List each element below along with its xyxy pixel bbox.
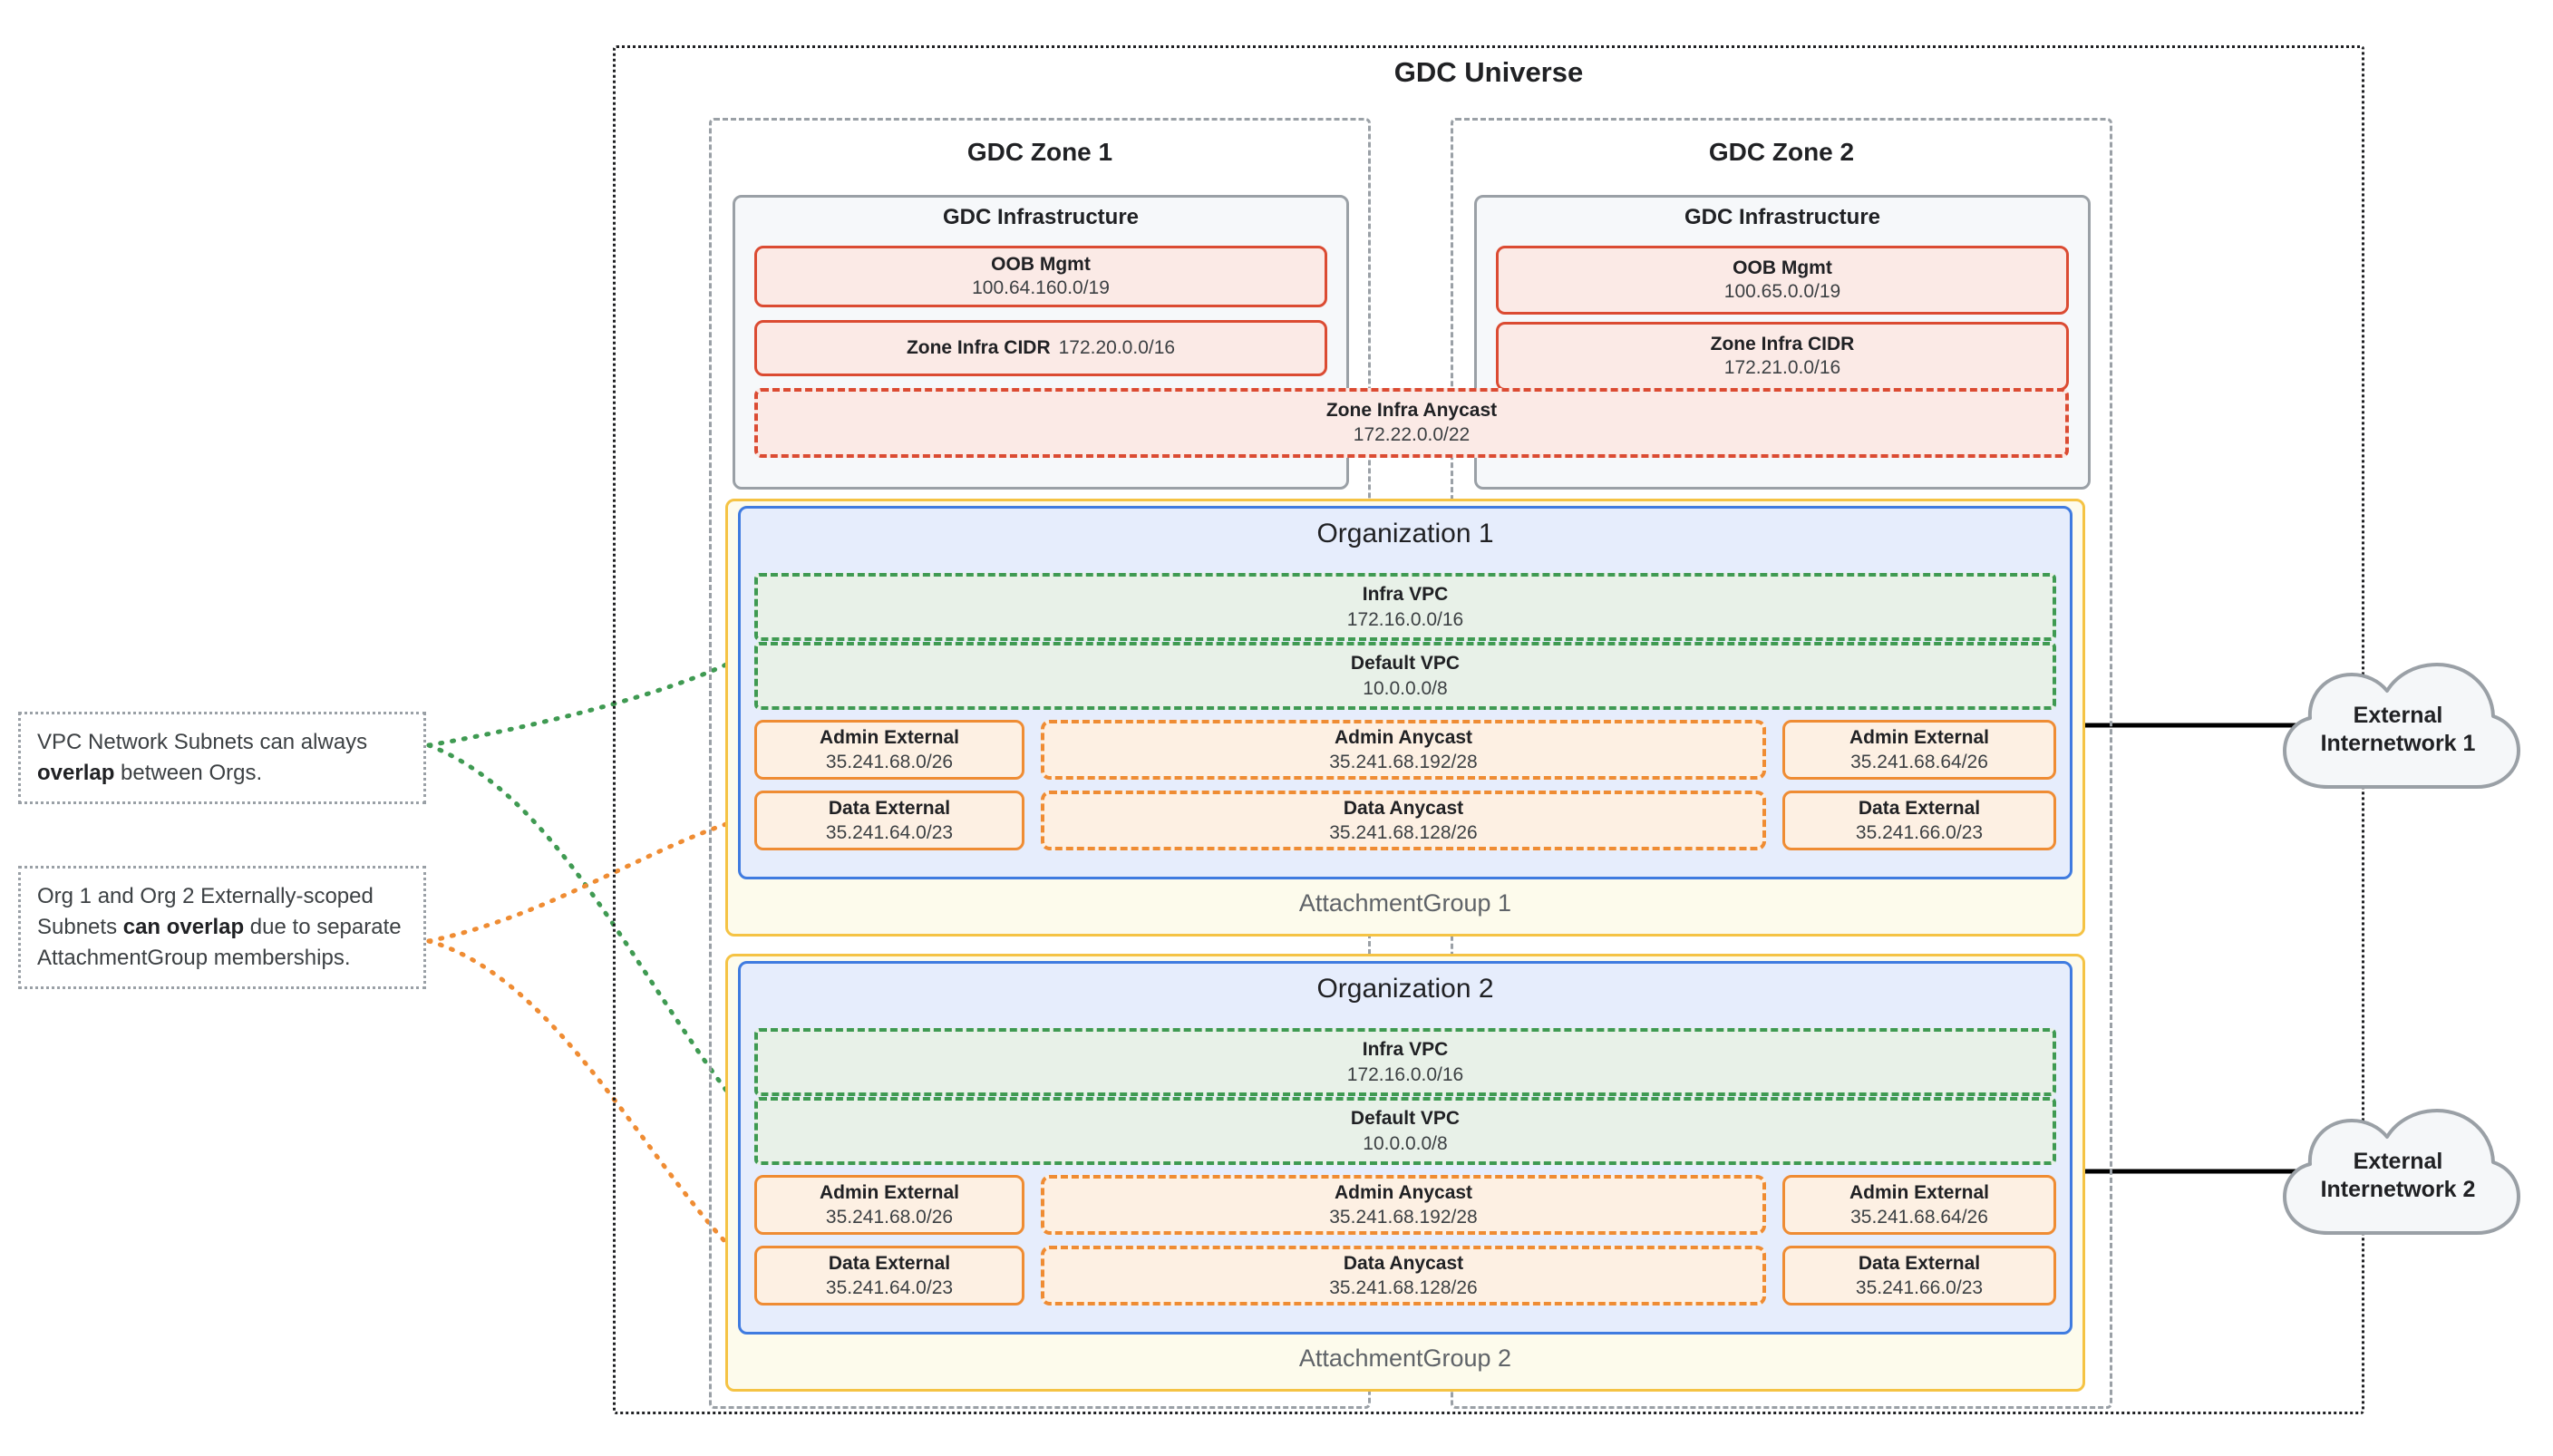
default-vpc-label-org1: Default VPC xyxy=(1350,653,1461,675)
zone-infra-anycast-label: Zone Infra Anycast xyxy=(1325,400,1498,422)
attachment-group-2-label: AttachmentGroup 2 xyxy=(1298,1344,1512,1372)
admin-external-left-org2: Admin External 35.241.68.0/26 xyxy=(754,1175,1024,1235)
data-external-left-cidr-org1: 35.241.64.0/23 xyxy=(825,822,954,843)
callout-2-text-before: Org 1 and Org 2 Externally-scoped Subnet… xyxy=(37,884,374,940)
admin-external-right-org2: Admin External 35.241.68.64/26 xyxy=(1782,1175,2056,1235)
admin-anycast-cidr-org1: 35.241.68.192/28 xyxy=(1329,752,1478,772)
admin-external-right-cidr-org1: 35.241.68.64/26 xyxy=(1850,752,1988,772)
callout-1-emphasis: overlap xyxy=(37,761,115,786)
zone-infra-anycast-box: Zone Infra Anycast 172.22.0.0/22 xyxy=(754,388,2069,458)
default-vpc-cidr-org1: 10.0.0.0/8 xyxy=(1363,677,1448,699)
admin-external-right-label-org2: Admin External xyxy=(1849,1181,1990,1203)
admin-external-right-label-org1: Admin External xyxy=(1849,726,1990,748)
data-external-left-cidr-org2: 35.241.64.0/23 xyxy=(825,1277,954,1298)
data-external-left-label-org2: Data External xyxy=(828,1252,951,1274)
default-vpc-label-org2: Default VPC xyxy=(1350,1108,1461,1130)
default-vpc-cidr-org2: 10.0.0.0/8 xyxy=(1363,1132,1448,1154)
admin-external-left-label-org1: Admin External xyxy=(819,726,960,748)
infra-vpc-box-org2: Infra VPC 172.16.0.0/16 xyxy=(754,1028,2056,1096)
data-external-right-label-org2: Data External xyxy=(1858,1252,1981,1274)
oob-mgmt-box-zone2: OOB Mgmt 100.65.0.0/19 xyxy=(1496,246,2069,315)
admin-anycast-org1: Admin Anycast 35.241.68.192/28 xyxy=(1041,720,1766,780)
data-external-left-org2: Data External 35.241.64.0/23 xyxy=(754,1246,1024,1306)
gdc-universe-title: GDC Universe xyxy=(1393,56,1584,88)
callout-external-subnet-overlap: Org 1 and Org 2 Externally-scoped Subnet… xyxy=(18,866,426,990)
admin-external-left-org1: Admin External 35.241.68.0/26 xyxy=(754,720,1024,780)
organization-2-title: Organization 2 xyxy=(1316,974,1494,1004)
external-internetwork-1-line2: Internetwork 1 xyxy=(2320,731,2476,757)
infra-vpc-cidr-org2: 172.16.0.0/16 xyxy=(1346,1063,1464,1085)
zone-infra-anycast-cidr: 172.22.0.0/22 xyxy=(1353,423,1471,445)
data-anycast-label-org2: Data Anycast xyxy=(1343,1252,1464,1274)
infra-vpc-label-org2: Infra VPC xyxy=(1362,1039,1449,1061)
callout-vpc-overlap: VPC Network Subnets can always overlap b… xyxy=(18,712,426,805)
oob-mgmt-label-zone2: OOB Mgmt xyxy=(1733,257,1832,279)
external-internetwork-2-line1: External xyxy=(2353,1149,2443,1174)
data-anycast-cidr-org1: 35.241.68.128/26 xyxy=(1329,822,1478,843)
infra-vpc-label-org1: Infra VPC xyxy=(1362,584,1449,606)
admin-anycast-label-org1: Admin Anycast xyxy=(1334,726,1473,748)
callout-1-text-before: VPC Network Subnets can always xyxy=(37,730,368,754)
external-internetwork-2-line2: Internetwork 2 xyxy=(2320,1177,2476,1203)
data-external-left-org1: Data External 35.241.64.0/23 xyxy=(754,791,1024,850)
infra-vpc-cidr-org1: 172.16.0.0/16 xyxy=(1346,608,1464,630)
admin-external-left-label-org2: Admin External xyxy=(819,1181,960,1203)
data-anycast-org1: Data Anycast 35.241.68.128/26 xyxy=(1041,791,1766,850)
admin-anycast-org2: Admin Anycast 35.241.68.192/28 xyxy=(1041,1175,1766,1235)
zone-infra-cidr-value-zone2: 172.21.0.0/16 xyxy=(1723,357,1841,378)
data-external-right-label-org1: Data External xyxy=(1858,797,1981,819)
oob-mgmt-label-zone1: OOB Mgmt xyxy=(991,254,1091,276)
zone-infra-cidr-box-zone2: Zone Infra CIDR 172.21.0.0/16 xyxy=(1496,322,2069,391)
callout-1-text-after: between Orgs. xyxy=(114,761,263,786)
external-internetwork-2-label: External Internetwork 2 xyxy=(2267,1148,2529,1205)
cloud-icon-2 xyxy=(2283,1109,2520,1235)
zone-infra-cidr-label-zone2: Zone Infra CIDR xyxy=(1710,334,1855,355)
data-external-left-label-org1: Data External xyxy=(828,797,951,819)
infra-vpc-box-org1: Infra VPC 172.16.0.0/16 xyxy=(754,573,2056,641)
cloud-icon-1 xyxy=(2283,663,2520,789)
external-internetwork-1-label: External Internetwork 1 xyxy=(2267,702,2529,759)
callout-2-text-after: due to separate AttachmentGroup membersh… xyxy=(37,915,402,971)
callout-2-emphasis: can overlap xyxy=(122,915,245,940)
external-internetwork-1: External Internetwork 1 xyxy=(2267,651,2529,814)
organization-1-title: Organization 1 xyxy=(1316,519,1494,548)
external-internetwork-1-line1: External xyxy=(2353,703,2443,728)
oob-mgmt-box-zone1: OOB Mgmt 100.64.160.0/19 xyxy=(754,246,1327,307)
oob-mgmt-cidr-zone2: 100.65.0.0/19 xyxy=(1723,281,1841,302)
data-external-right-org1: Data External 35.241.66.0/23 xyxy=(1782,791,2056,850)
gdc-zone-2-title: GDC Zone 2 xyxy=(1708,138,1855,166)
zone-infra-cidr-label-zone1: Zone Infra CIDR xyxy=(906,337,1051,359)
oob-mgmt-cidr-zone1: 100.64.160.0/19 xyxy=(972,277,1110,298)
admin-anycast-cidr-org2: 35.241.68.192/28 xyxy=(1329,1207,1478,1228)
data-anycast-label-org1: Data Anycast xyxy=(1343,797,1464,819)
admin-external-left-cidr-org1: 35.241.68.0/26 xyxy=(825,752,954,772)
zone-infra-cidr-box-zone1: Zone Infra CIDR 172.20.0.0/16 xyxy=(754,320,1327,376)
data-external-right-org2: Data External 35.241.66.0/23 xyxy=(1782,1246,2056,1306)
external-internetwork-2: External Internetwork 2 xyxy=(2267,1097,2529,1260)
admin-external-left-cidr-org2: 35.241.68.0/26 xyxy=(825,1207,954,1228)
data-external-right-cidr-org2: 35.241.66.0/23 xyxy=(1855,1277,1984,1298)
admin-external-right-org1: Admin External 35.241.68.64/26 xyxy=(1782,720,2056,780)
attachment-group-1-label: AttachmentGroup 1 xyxy=(1298,889,1512,917)
admin-external-right-cidr-org2: 35.241.68.64/26 xyxy=(1850,1207,1988,1228)
default-vpc-box-org1: Default VPC 10.0.0.0/8 xyxy=(754,642,2056,710)
zone-infra-cidr-value-zone1: 172.20.0.0/16 xyxy=(1058,337,1176,359)
gdc-infrastructure-title-zone2: GDC Infrastructure xyxy=(1684,205,1881,229)
data-anycast-cidr-org2: 35.241.68.128/26 xyxy=(1329,1277,1478,1298)
default-vpc-box-org2: Default VPC 10.0.0.0/8 xyxy=(754,1097,2056,1165)
gdc-zone-1-title: GDC Zone 1 xyxy=(966,138,1113,166)
admin-anycast-label-org2: Admin Anycast xyxy=(1334,1181,1473,1203)
data-external-right-cidr-org1: 35.241.66.0/23 xyxy=(1855,822,1984,843)
data-anycast-org2: Data Anycast 35.241.68.128/26 xyxy=(1041,1246,1766,1306)
gdc-infrastructure-title-zone1: GDC Infrastructure xyxy=(942,205,1140,229)
